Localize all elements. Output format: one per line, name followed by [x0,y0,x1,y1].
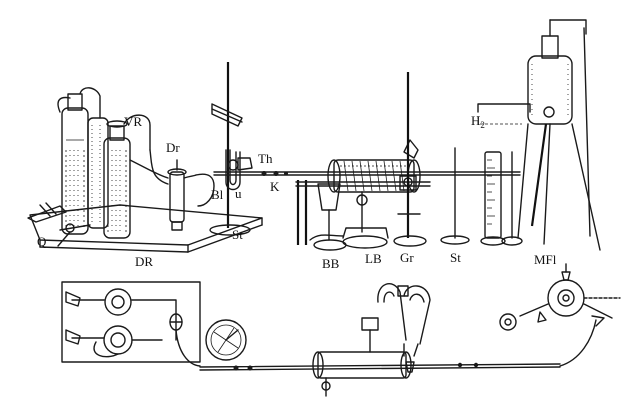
main-line-bottom [199,319,597,371]
mfl-flowmeter [499,263,621,331]
graduated-cylinder [480,151,523,246]
u-tube [225,149,253,191]
vr-tubing [57,87,169,185]
label-lb: LB [365,251,382,266]
bl-bulb [183,173,215,207]
bottom-furnace [312,351,412,397]
q-clamp [27,202,91,247]
gr-stand [393,72,427,247]
main-line-top [213,171,521,176]
label-bl: Bl [211,187,224,202]
label-dr-top: Dr [166,140,180,155]
label-h2-main: H [471,113,480,128]
label-u: u [235,186,242,201]
label-th: Th [258,151,273,166]
label-q: Q [37,234,47,249]
dial-meter [205,319,247,361]
bottom-u-apparatus [377,283,431,373]
aspirator-tripod [517,27,601,251]
st-stand-left [209,62,251,236]
label-h2: H2 [471,113,485,130]
label-vr: VR [124,114,142,129]
h2-tube [477,103,531,125]
label-mfl: MFl [534,252,557,267]
vr-vessel-right [103,120,131,239]
bb-burner [313,183,347,251]
lb-burner [309,191,389,249]
bottom-panel [61,281,201,363]
aspirator-bottle [527,19,587,125]
label-st-left: St [232,227,243,242]
label-bb: BB [322,256,340,271]
vr-vessel-middle [87,117,109,229]
label-dr-bottom: DR [135,254,153,269]
label-h2-sub: 2 [480,120,485,130]
st-stand-right [440,147,470,245]
label-k: K [270,179,280,194]
vr-vessel-left [61,93,89,235]
pressure-gauges [65,288,177,358]
dr-drying-tube [167,159,187,231]
bottom-stand-column [361,317,379,353]
label-gr: Gr [400,250,414,265]
stopcock-bottom [169,313,201,367]
label-st-right: St [450,250,461,265]
